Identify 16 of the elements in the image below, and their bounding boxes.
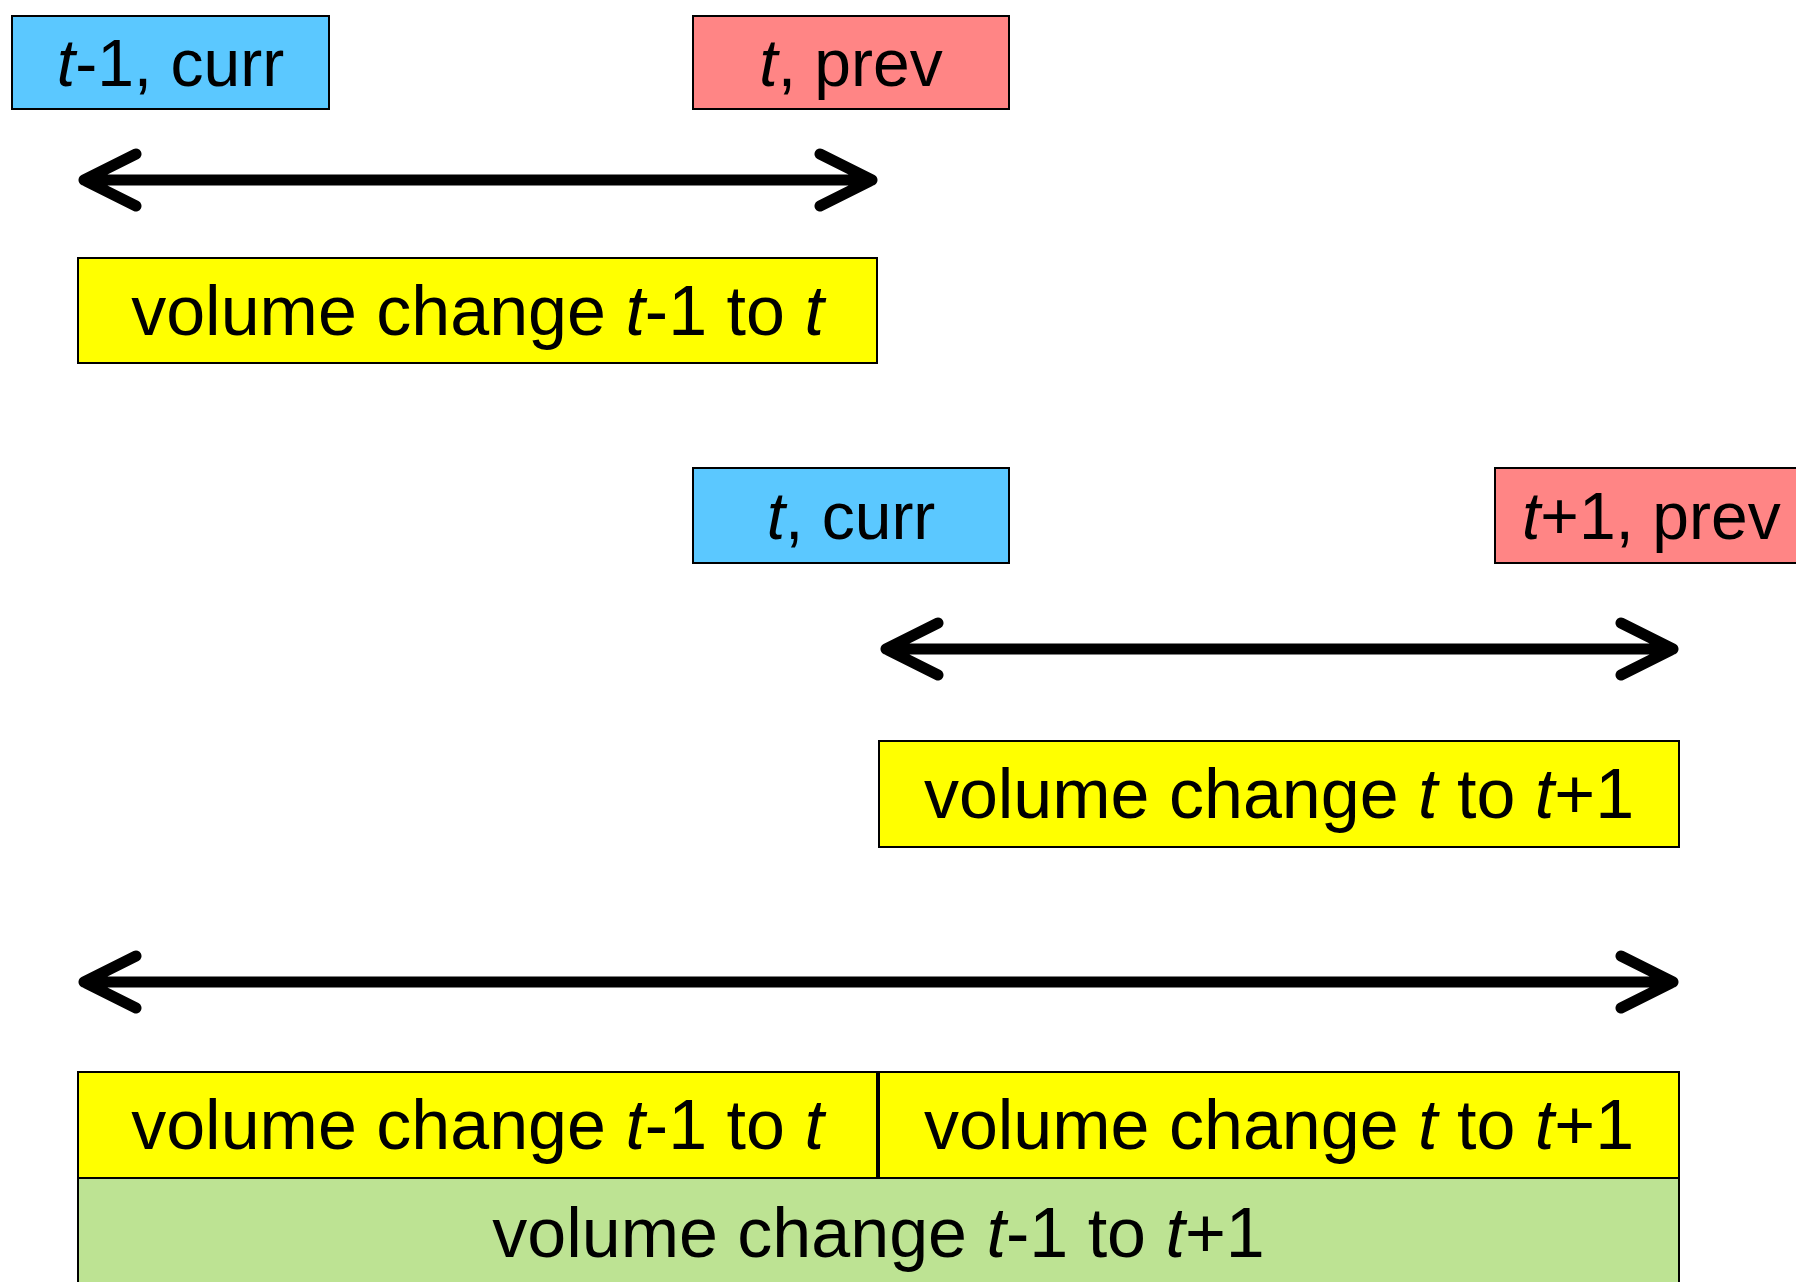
interval-box <box>77 1177 1680 1282</box>
box-label: volume change t to t+1 <box>923 1085 1635 1165</box>
box-label: t+1, prev <box>1522 477 1781 554</box>
box-label: t, prev <box>759 24 943 101</box>
interval-box <box>878 740 1680 848</box>
frame-label-box <box>692 467 1010 564</box>
frame-label-box <box>1494 467 1796 564</box>
box-label: volume change t to t+1 <box>923 754 1635 834</box>
interval-box <box>878 1071 1680 1179</box>
box-label: t, curr <box>766 477 936 554</box>
interval-box <box>77 257 878 364</box>
box-label: volume change t-1 to t+1 <box>492 1193 1265 1273</box>
frame-label-box <box>11 15 330 110</box>
interval-box <box>77 1071 878 1179</box>
box-label: t-1, curr <box>56 24 285 101</box>
frame-label-box <box>692 15 1010 110</box>
